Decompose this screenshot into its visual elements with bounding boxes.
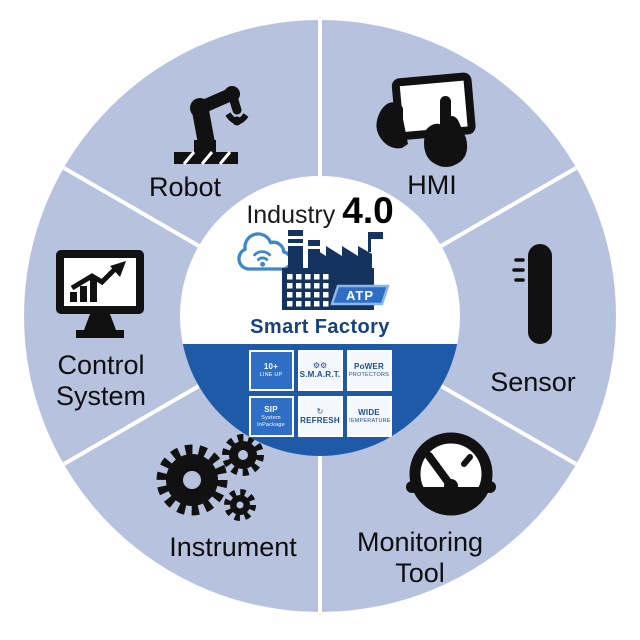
gear-cluster-icon: ⚙⚙ <box>312 361 328 370</box>
badge-line-up: 10+ LINE UP <box>248 350 294 391</box>
factory-icon: ATP <box>282 230 390 310</box>
industry-label: Industry <box>246 201 336 229</box>
badge-smart: ⚙⚙ S.M.A.R.T. <box>297 350 343 391</box>
robot-arm-icon <box>174 86 249 165</box>
sector-label-monitoring-tool: Monitoring Tool <box>356 527 484 588</box>
badge-power-protectors: PoWER PROTECTORS <box>346 350 392 391</box>
badge-sip: SIP System InPackage <box>248 396 294 437</box>
industry-version: 4.0 <box>342 190 394 231</box>
atp-badge: ATP <box>330 284 390 306</box>
atp-badge-label: ATP <box>346 288 374 303</box>
sector-label-hmi: HMI <box>407 170 457 200</box>
badge-row-1: 10+ LINE UP ⚙⚙ S.M.A.R.T. PoWER PROTECTO… <box>180 350 460 391</box>
sector-label-control-system: Control System <box>55 350 147 411</box>
gauge-icon <box>406 432 496 516</box>
product-panel: 10+ LINE UP ⚙⚙ S.M.A.R.T. PoWER PROTECTO… <box>180 344 460 456</box>
badge-wide-temperature: WIDE TEMPERATURE <box>346 396 392 437</box>
hmi-tablet-hands-icon <box>376 72 476 167</box>
sector-label-robot: Robot <box>148 172 222 202</box>
sensor-probe-icon <box>512 244 552 344</box>
badge-refresh: ↻ REFRESH <box>297 396 343 437</box>
sector-label-sensor: Sensor <box>490 367 576 397</box>
refresh-arrow-icon: ↻ <box>316 407 324 416</box>
badge-row-2: SIP System InPackage ↻ REFRESH WIDE TEMP… <box>180 396 460 437</box>
smart-factory-label: Smart Factory <box>250 316 390 338</box>
monitor-chart-icon <box>56 250 144 338</box>
sector-label-instrument: Instrument <box>169 532 297 562</box>
